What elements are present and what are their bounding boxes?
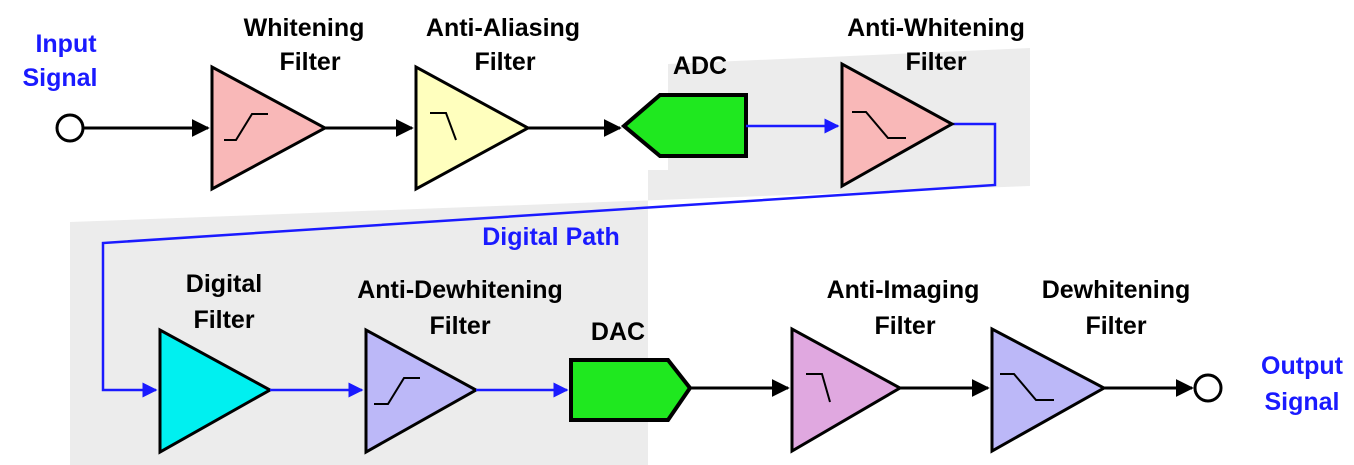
dac-block	[569, 358, 693, 422]
anti-imaging-filter-icon	[806, 373, 831, 403]
anti-whitening-filter-icon	[852, 111, 906, 139]
anti-whitening-label-line2: Filter	[905, 48, 966, 76]
input-label-line1: Input	[35, 30, 97, 58]
whitening-label-line2: Filter	[279, 48, 340, 76]
digital-filter-block	[158, 327, 274, 455]
output-terminal	[1193, 373, 1223, 403]
anti-whitening-label-line1: Anti-Whitening	[847, 14, 1025, 42]
digital-filter-label-line1: Digital	[186, 270, 262, 298]
anti-imaging-label-line1: Anti-Imaging	[827, 276, 980, 304]
adc-block	[620, 93, 748, 158]
anti-imaging-label-line2: Filter	[874, 312, 935, 340]
output-label-line1: Output	[1261, 352, 1344, 380]
anti-dewhitening-filter-block	[364, 327, 480, 455]
digital-path-label: Digital Path	[482, 223, 620, 251]
dac-label: DAC	[591, 318, 645, 346]
anti-aliasing-filter-icon	[430, 112, 457, 141]
anti-aliasing-filter-block	[414, 64, 532, 192]
dewhitening-label-line1: Dewhitening	[1042, 276, 1191, 304]
anti-dewhitening-label-line1: Anti-Dewhitening	[357, 276, 563, 304]
adc-label: ADC	[673, 52, 727, 80]
anti-dewhitening-label-line2: Filter	[429, 312, 490, 340]
anti-aliasing-label-line1: Anti-Aliasing	[426, 14, 580, 42]
dewhitening-label-line2: Filter	[1085, 312, 1146, 340]
output-label-line2: Signal	[1264, 388, 1339, 416]
whitening-filter-icon	[224, 113, 268, 141]
dewhitening-filter-block	[990, 326, 1108, 454]
input-terminal	[55, 113, 85, 143]
anti-whitening-filter-block	[840, 61, 956, 189]
input-label-line2: Signal	[22, 64, 97, 92]
digital-region	[70, 48, 1030, 465]
anti-aliasing-label-line2: Filter	[474, 48, 535, 76]
wire-antiwhitening-to-digital-filter	[101, 122, 997, 398]
dewhitening-filter-icon	[1000, 373, 1054, 401]
whitening-label-line1: Whitening	[244, 14, 365, 42]
digital-filter-label-line2: Filter	[193, 306, 254, 334]
anti-dewhitening-filter-icon	[374, 377, 420, 405]
whitening-filter-block	[210, 64, 329, 192]
anti-imaging-filter-block	[790, 326, 904, 454]
